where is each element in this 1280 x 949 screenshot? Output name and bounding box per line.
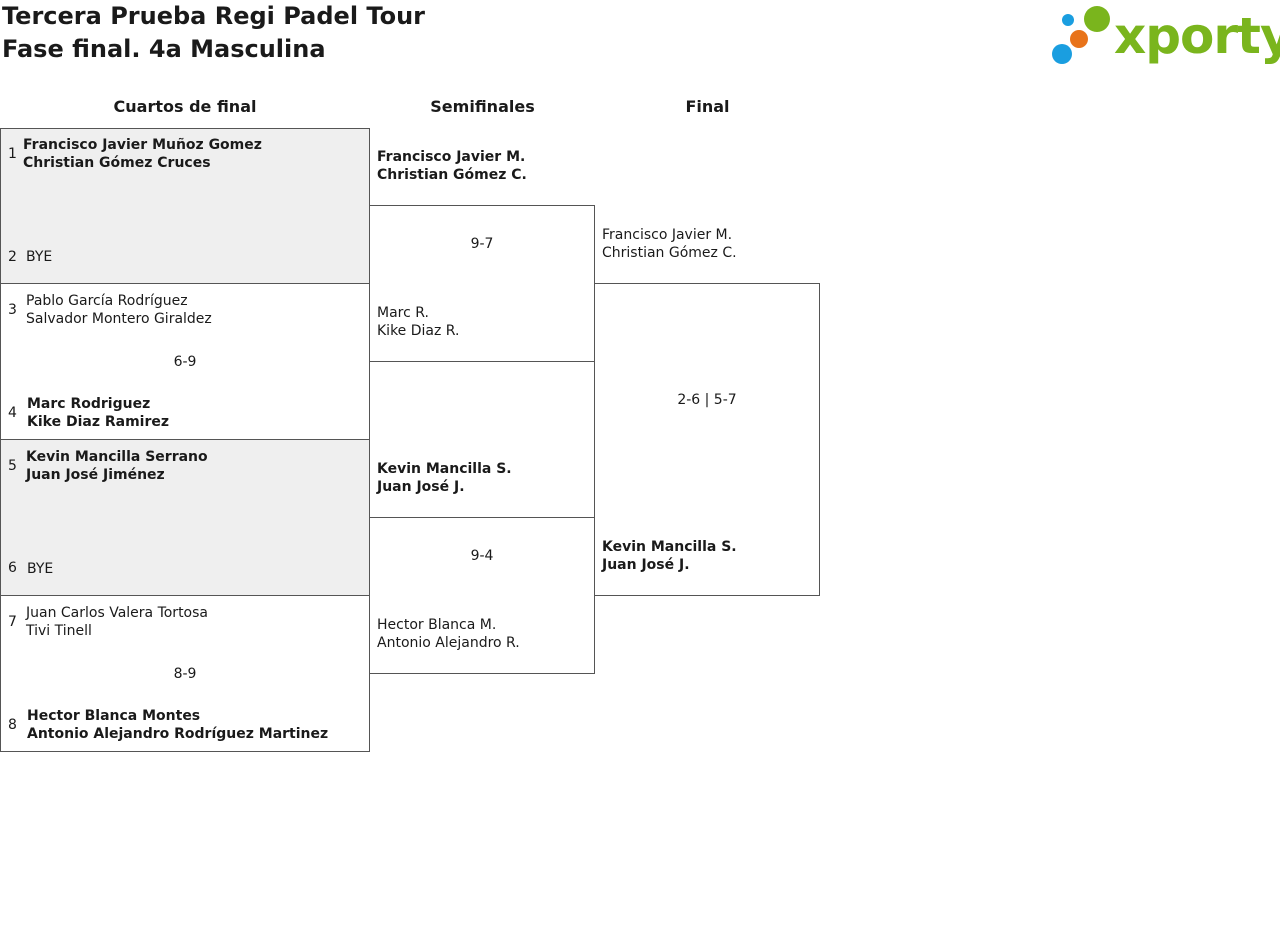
match-score: 2-6 | 5-7	[677, 392, 737, 408]
player-name: Antonio Alejandro Rodríguez Martinez	[27, 726, 329, 742]
player-name: Kevin Mancilla S.	[377, 461, 512, 477]
seed-number: 5	[8, 458, 17, 474]
player-name: Christian Gómez C.	[602, 245, 737, 261]
player-name: Juan José J.	[377, 479, 465, 495]
player-name: Pablo García Rodríguez	[26, 293, 188, 309]
player-name: Salvador Montero Giraldez	[26, 311, 212, 327]
team-entry-bye: BYE	[27, 560, 53, 578]
player-name: Juan José J.	[602, 557, 690, 573]
player-name: Tivi Tinell	[26, 623, 92, 639]
team-entry[interactable]: Juan Carlos Valera Tortosa Tivi Tinell	[26, 604, 208, 640]
team-entry[interactable]: Kevin Mancilla S. Juan José J.	[602, 538, 737, 574]
page-subtitle: Fase final. 4a Masculina	[2, 35, 326, 63]
logo-dot-blue	[1052, 44, 1072, 64]
page-title: Tercera Prueba Regi Padel Tour	[2, 2, 425, 30]
logo-wordmark: xporty	[1114, 7, 1280, 65]
quarterfinal-match-1[interactable]: 1 Francisco Javier Muñoz Gomez Christian…	[0, 128, 370, 284]
player-name: Hector Blanca Montes	[27, 708, 201, 724]
team-entry[interactable]: Marc R. Kike Diaz R.	[377, 304, 459, 340]
seed-number: 1	[8, 146, 17, 162]
player-name: Kevin Mancilla Serrano	[26, 449, 208, 465]
quarterfinal-match-2[interactable]: 3 Pablo García Rodríguez Salvador Monter…	[0, 283, 370, 440]
player-name: BYE	[27, 561, 54, 577]
player-name: Kike Diaz R.	[377, 323, 460, 339]
final-top-team[interactable]: Francisco Javier M. Christian Gómez C.	[602, 226, 737, 262]
semifinal-2-top-team[interactable]: Kevin Mancilla S. Juan José J.	[377, 460, 512, 496]
seed-number: 3	[8, 302, 17, 318]
final-match[interactable]: 2-6 | 5-7 Kevin Mancilla S. Juan José J.	[594, 283, 820, 596]
logo-dot-orange	[1070, 30, 1088, 48]
player-name: Francisco Javier Muñoz Gomez	[23, 137, 262, 153]
player-name: Christian Gómez C.	[377, 167, 527, 183]
match-score: 9-7	[470, 236, 494, 252]
match-score: 9-4	[470, 548, 494, 564]
seed-number: 4	[8, 405, 17, 421]
round-header-quarterfinals: Cuartos de final	[113, 97, 257, 116]
team-entry[interactable]: Marc Rodriguez Kike Diaz Ramirez	[27, 395, 169, 431]
player-name: Juan José Jiménez	[26, 467, 165, 483]
seed-number: 7	[8, 614, 17, 630]
seed-number: 8	[8, 717, 17, 733]
player-name: Kevin Mancilla S.	[602, 539, 737, 555]
logo-dot-green	[1084, 6, 1110, 32]
match-score: 6-9	[173, 354, 197, 370]
team-entry[interactable]: Kevin Mancilla Serrano Juan José Jiménez	[26, 448, 208, 484]
quarterfinal-match-3[interactable]: 5 Kevin Mancilla Serrano Juan José Jimén…	[0, 439, 370, 596]
player-name: Antonio Alejandro R.	[377, 635, 520, 651]
player-name: Francisco Javier M.	[377, 149, 526, 165]
team-entry[interactable]: Hector Blanca Montes Antonio Alejandro R…	[27, 707, 328, 743]
semifinal-1-top-team[interactable]: Francisco Javier M. Christian Gómez C.	[377, 148, 527, 184]
team-entry[interactable]: Hector Blanca M. Antonio Alejandro R.	[377, 616, 520, 652]
player-name: Hector Blanca M.	[377, 617, 497, 633]
xporty-logo[interactable]: xporty	[1050, 4, 1280, 68]
team-entry[interactable]: Pablo García Rodríguez Salvador Montero …	[26, 292, 212, 328]
player-name: Kike Diaz Ramirez	[27, 414, 170, 430]
team-entry[interactable]: Francisco Javier Muñoz Gomez Christian G…	[23, 136, 262, 172]
round-header-final: Final	[685, 97, 730, 116]
seed-number: 6	[8, 560, 17, 576]
seed-number: 2	[8, 249, 17, 265]
match-score: 8-9	[173, 666, 197, 682]
logo-dot-blue-small	[1062, 14, 1074, 26]
player-name: Marc R.	[377, 305, 429, 321]
round-header-semifinals: Semifinales	[430, 97, 535, 116]
player-name: Marc Rodriguez	[27, 396, 151, 412]
quarterfinal-match-4[interactable]: 7 Juan Carlos Valera Tortosa Tivi Tinell…	[0, 595, 370, 752]
semifinal-match-2[interactable]: 9-4 Hector Blanca M. Antonio Alejandro R…	[369, 517, 595, 674]
player-name: BYE	[26, 249, 53, 265]
player-name: Christian Gómez Cruces	[23, 155, 211, 171]
player-name: Juan Carlos Valera Tortosa	[26, 605, 208, 621]
team-entry-bye: BYE	[26, 248, 52, 266]
semifinal-match-1[interactable]: 9-7 Marc R. Kike Diaz R.	[369, 205, 595, 362]
player-name: Francisco Javier M.	[602, 227, 733, 243]
